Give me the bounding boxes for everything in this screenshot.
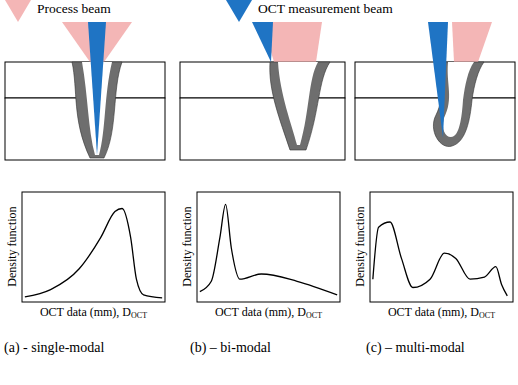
axis-subscript: OCT xyxy=(306,311,322,320)
axis-label: OCT data (mm), D xyxy=(40,305,131,319)
panel-caption: (c) – multi-modal xyxy=(366,340,465,355)
axis-subscript: OCT xyxy=(131,311,147,320)
axis-label: OCT data (mm), DOCT xyxy=(40,306,147,321)
axis-label: Density function xyxy=(180,207,193,287)
density-curve xyxy=(25,208,162,297)
panel-caption: (a) - single-modal xyxy=(4,340,104,355)
legend-text: OCT measurement beam xyxy=(258,2,393,17)
axis-subscript: OCT xyxy=(479,311,495,320)
density-curve xyxy=(373,222,507,296)
axis-label: Density function xyxy=(353,207,366,287)
axis-label: OCT data (mm), DOCT xyxy=(215,306,322,321)
process-beams xyxy=(62,22,492,62)
density-curve xyxy=(200,204,337,294)
panel-caption: (b) – bi-modal xyxy=(190,340,271,355)
axis-label: OCT data (mm), DOCT xyxy=(388,306,495,321)
axis-label: Density function xyxy=(5,207,18,287)
keyhole-cavities xyxy=(82,62,474,155)
legend-entry: Process beam xyxy=(5,0,111,22)
axis-label: OCT data (mm), D xyxy=(215,305,306,319)
beam-swatch xyxy=(226,0,252,22)
legend-entry: OCT measurement beam xyxy=(226,0,393,22)
plot-frames xyxy=(22,192,513,302)
beam-swatch xyxy=(5,0,31,22)
oct-beams xyxy=(88,22,448,155)
keyholes xyxy=(72,62,484,158)
density-curves xyxy=(25,204,507,298)
axis-label: OCT data (mm), D xyxy=(388,305,479,319)
beam-swatch xyxy=(5,0,31,22)
legend-text: Process beam xyxy=(37,2,111,17)
beam-swatch xyxy=(226,0,252,22)
